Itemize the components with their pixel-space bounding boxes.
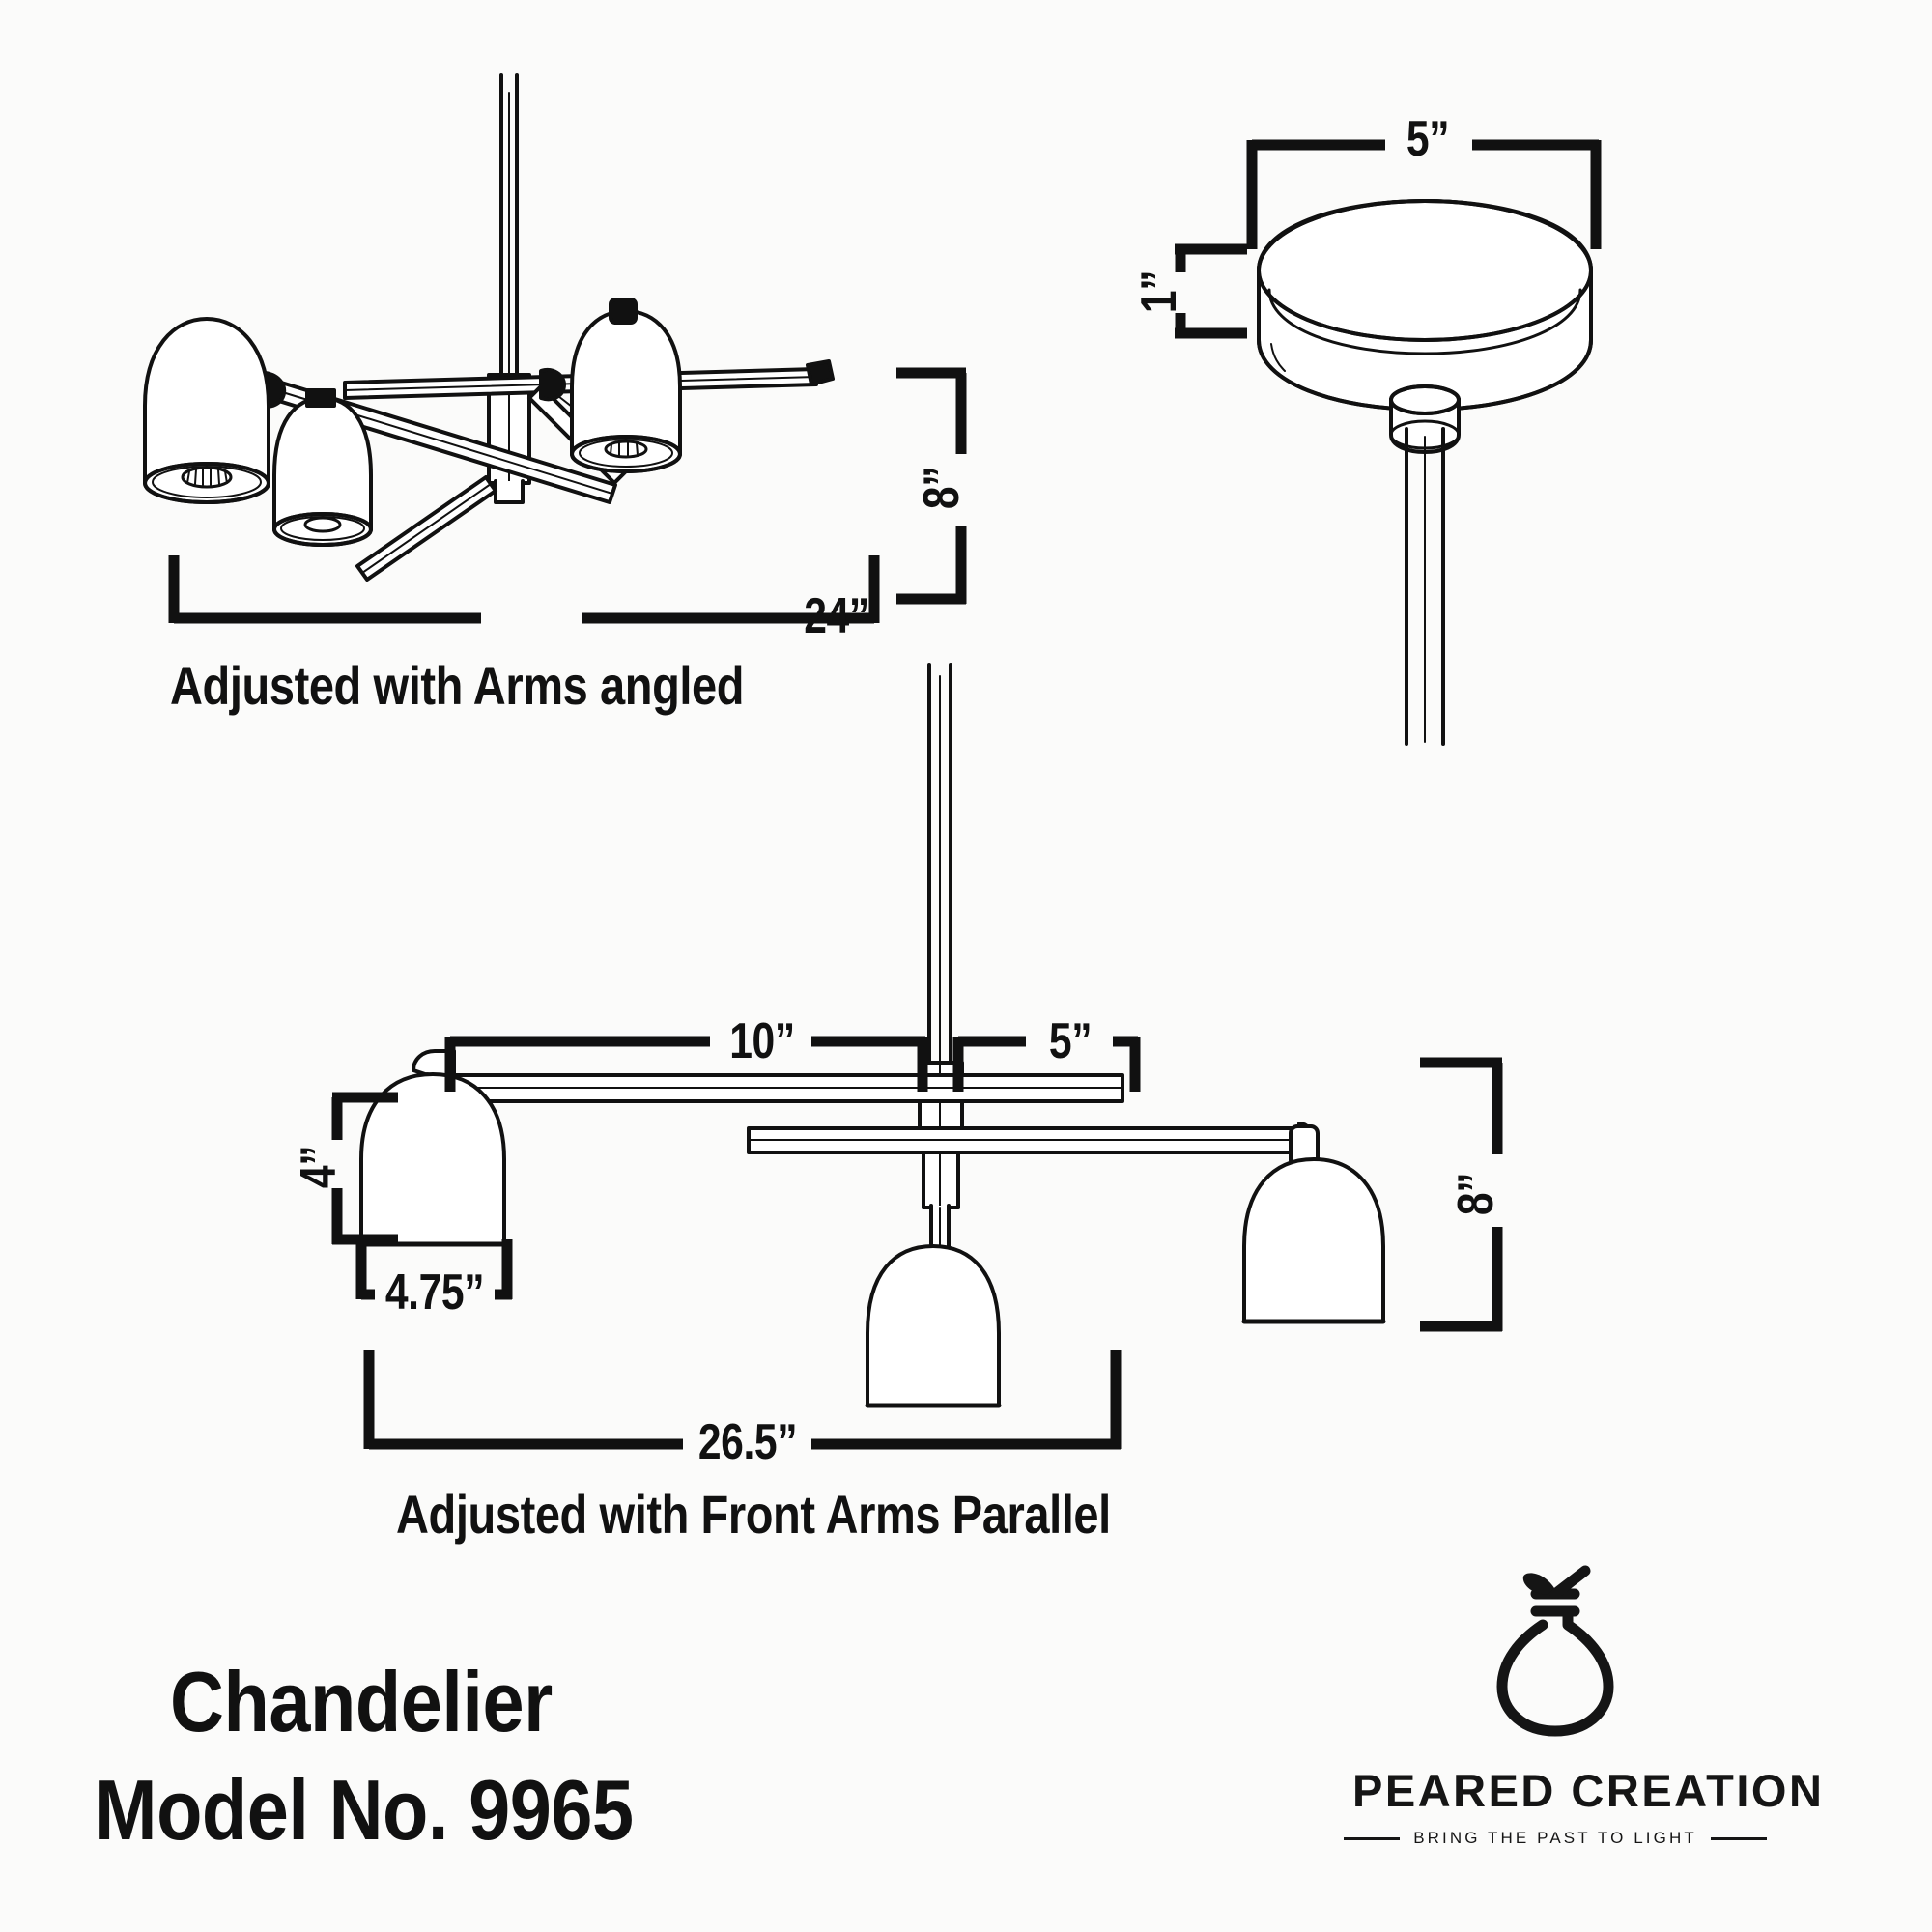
dim-value-5in-parallel: 5” [1048,1013,1093,1069]
product-type-title: Chandelier [170,1660,553,1745]
dim-label-4_75in: 4.75” [384,1264,485,1321]
shade-right-reflector [579,439,673,468]
brand-logo: PEARED CREATION BRING THE PAST TO LIGHT [1344,1565,1825,1848]
caption-arms-angled: Adjusted with Arms angled [170,659,745,713]
dim-26_5in [363,1350,1122,1450]
dim-label-5in-canopy: 5” [1406,111,1450,167]
dim-24in [168,555,880,624]
dim-label-10in: 10” [729,1016,795,1066]
brand-tagline: BRING THE PAST TO LIGHT [1413,1829,1697,1847]
product-model-text: Model No. 9965 [95,1762,634,1858]
dim-8in-angled [896,367,967,605]
dim-value-10in: 10” [729,1013,795,1069]
caption-arms-parallel: Adjusted with Front Arms Parallel [396,1488,1111,1542]
downrod-angled [499,73,519,386]
shade-center-parallel [865,1244,1002,1408]
caption-arms-parallel-text: Adjusted with Front Arms Parallel [396,1484,1111,1545]
dim-value-4_75in: 4.75” [384,1264,485,1321]
caption-arms-angled-text: Adjusted with Arms angled [170,655,745,716]
back-arm-parallel [435,1073,1124,1103]
product-type-text: Chandelier [170,1654,553,1749]
dim-label-24in: 24” [804,591,869,641]
dim-5in-parallel [952,1036,1141,1092]
shade-right-parallel [1241,1157,1386,1324]
dim-value-8in-parallel: 8” [1448,1172,1504,1216]
dim-8in-parallel [1420,1057,1503,1332]
dim-5in-canopy [1246,139,1602,249]
canopy-body [1257,199,1593,412]
dim-value-4in: 4” [291,1145,347,1189]
center-shade-joint [305,388,336,408]
dim-label-26_5in: 26.5” [697,1414,798,1470]
dim-value-5in-canopy: 5” [1406,111,1450,167]
dim-4_75in [355,1239,513,1300]
dim-label-8in-parallel: 8” [1448,1172,1504,1216]
tagline-rule-right [1710,1836,1767,1840]
tagline-rule-left [1344,1836,1401,1840]
brand-wordmark: PEARED CREATION [1352,1765,1825,1816]
brand-tagline-row: BRING THE PAST TO LIGHT [1344,1829,1767,1848]
right-shade-joint [609,298,835,386]
dim-value-24in: 24” [804,588,869,644]
shade-center-reflector [280,516,365,541]
dim-label-5in-parallel: 5” [1048,1013,1093,1069]
product-model-title: Model No. 9965 [95,1768,634,1853]
front-arm-parallel [747,1126,1301,1154]
shade-left-parallel [358,1072,507,1247]
downrod-parallel [927,663,952,1069]
canopy-downrod [1405,427,1445,746]
dim-10in [444,1036,928,1092]
shade-left-reflector [152,466,262,498]
pear-bulb-icon [1496,1565,1614,1737]
dim-value-26_5in: 26.5” [697,1414,798,1470]
center-drop-arm [355,475,497,582]
dim-1in-canopy [1175,243,1247,339]
leaf-shape [1522,1573,1554,1595]
dim-label-4in: 4” [291,1145,347,1189]
